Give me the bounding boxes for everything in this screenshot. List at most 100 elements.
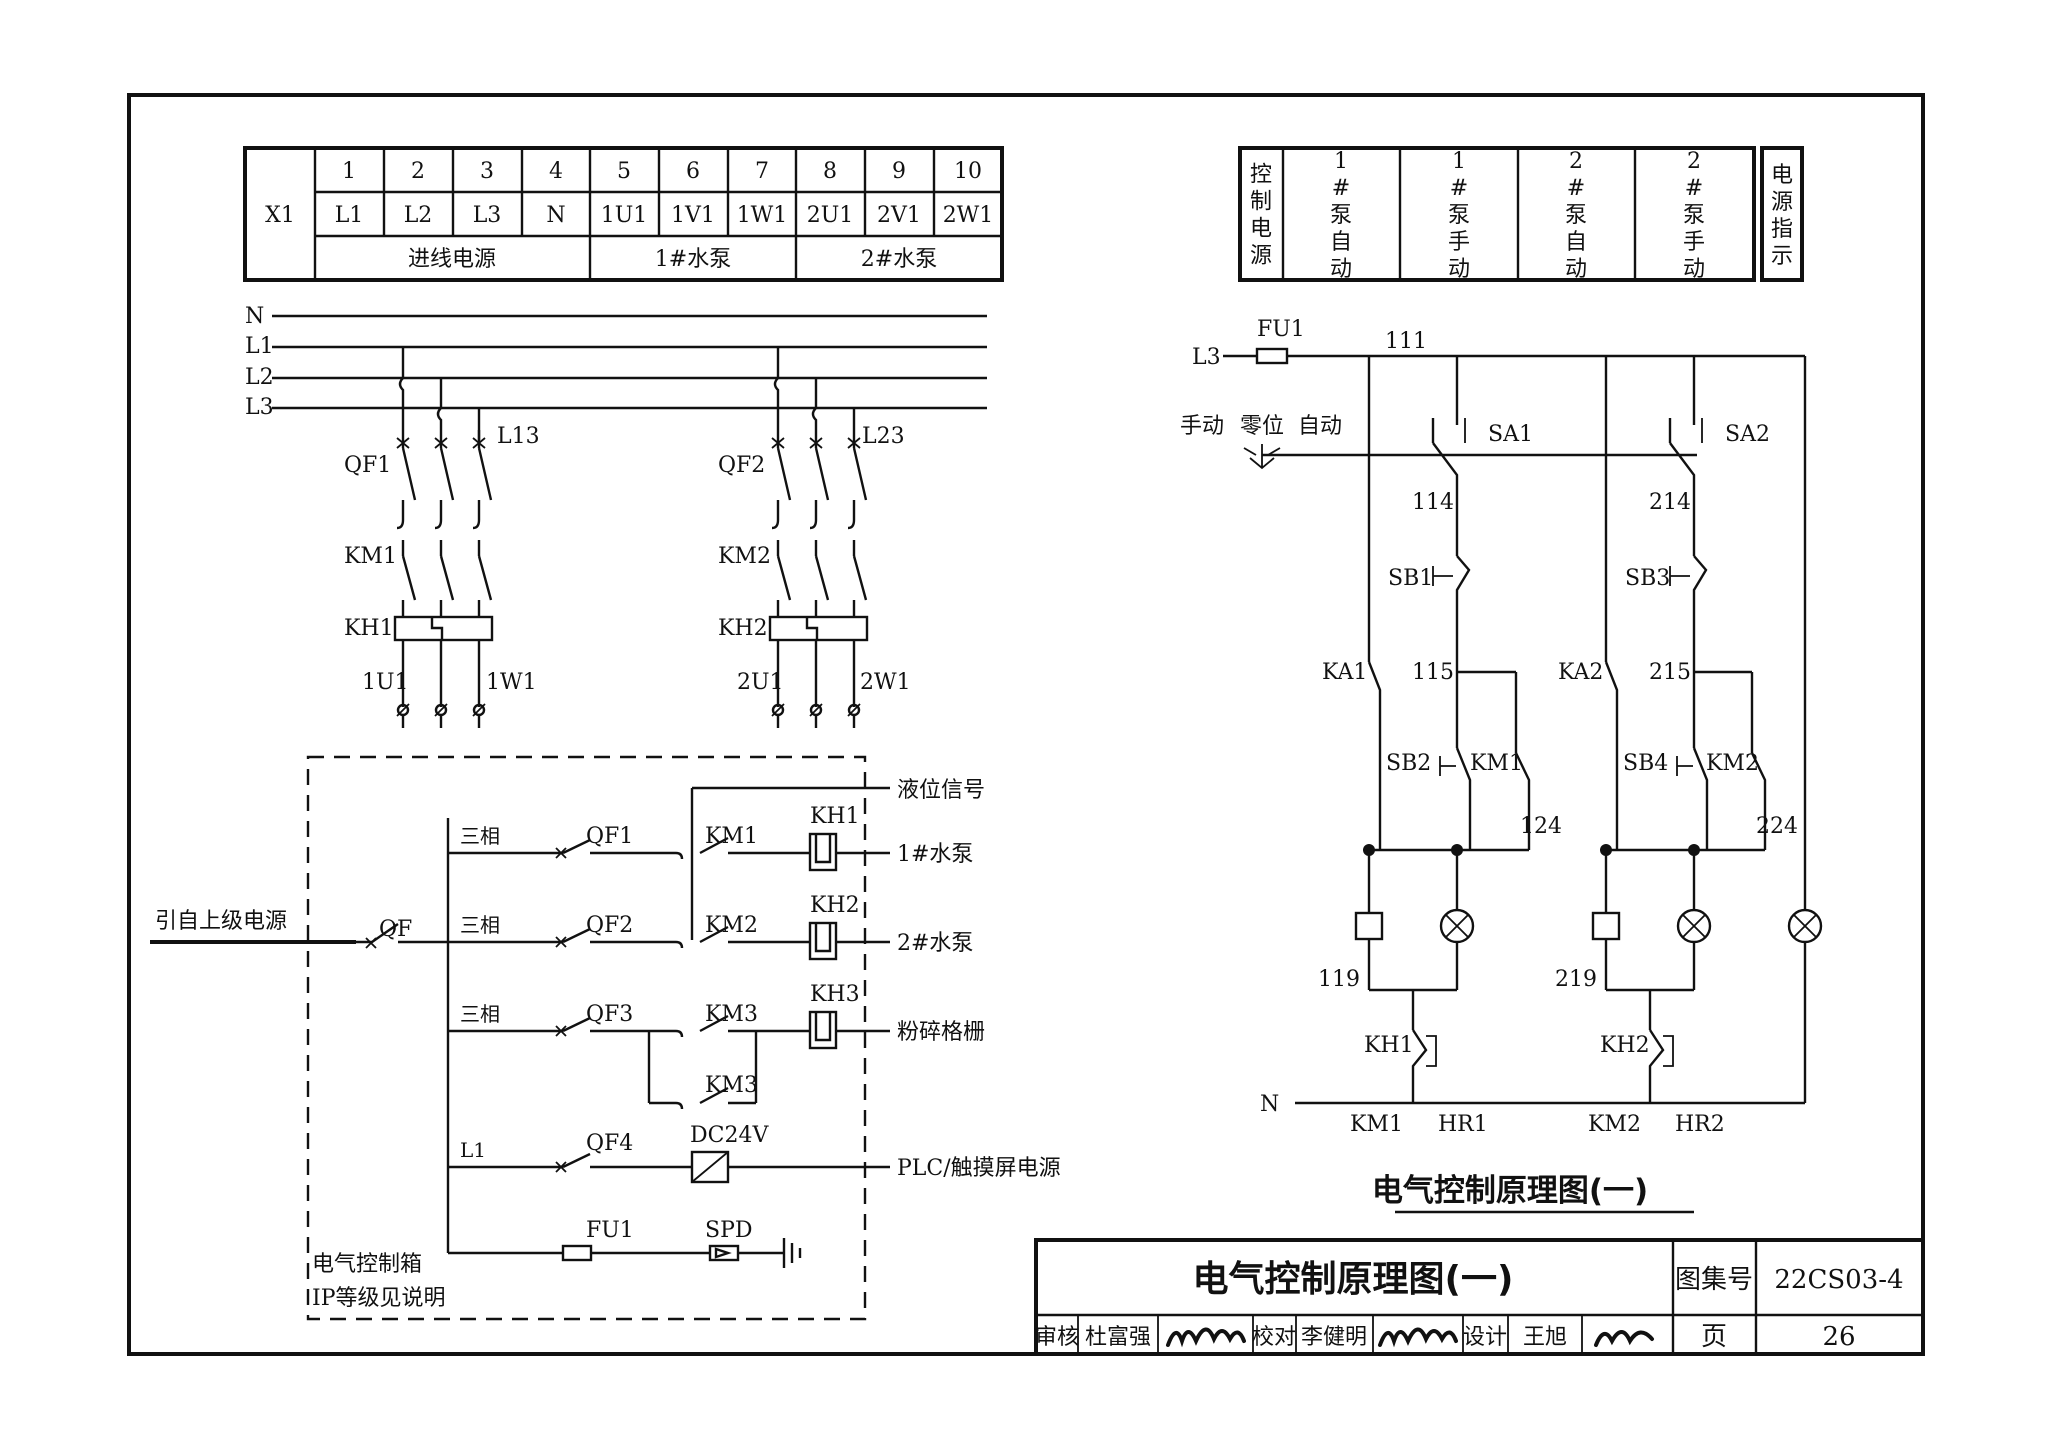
spd-label: SPD bbox=[705, 1218, 753, 1243]
branch2-phase: 三相 bbox=[460, 913, 500, 937]
bus-label-l2: L2 bbox=[245, 365, 274, 390]
pump1-out-left: 1U1 bbox=[362, 670, 409, 695]
reviewer-name: 杜富强 bbox=[1085, 1325, 1151, 1350]
title-block-title: 电气控制原理图(一) bbox=[1193, 1259, 1514, 1300]
terminal-table: X1 1 2 3 4 5 6 7 8 9 10 L1 L2 L3 N 1U1 1… bbox=[243, 146, 1004, 282]
box-label-2: IP等级见说明 bbox=[312, 1286, 446, 1311]
indicator-column-label: 1#泵自动 bbox=[1330, 149, 1352, 282]
pump1-thermal: KH1 bbox=[1364, 1033, 1414, 1058]
indicator-column-label: 2#泵手动 bbox=[1683, 149, 1705, 282]
branch4-load: PLC/触摸屏电源 bbox=[897, 1156, 1061, 1181]
branch3-phase: 三相 bbox=[460, 1002, 500, 1026]
branch2-breaker: QF2 bbox=[586, 913, 633, 938]
designer-signature bbox=[1594, 1330, 1654, 1347]
terminal-number: 9 bbox=[892, 159, 906, 184]
main-breaker-label: QF bbox=[379, 917, 412, 942]
terminal-name: L2 bbox=[404, 203, 433, 228]
terminal-name: L1 bbox=[335, 203, 364, 228]
branch1-load: 1#水泵 bbox=[897, 842, 973, 867]
pump1-start: SB2 bbox=[1386, 751, 1431, 776]
feed-label: 引自上级电源 bbox=[155, 909, 287, 934]
pump1-node-115: 115 bbox=[1412, 660, 1454, 685]
control-circuit: L3 FU1 111 手动 零位 自动 SA1 114 SB1 KA1 115 bbox=[1180, 317, 1823, 1214]
indicator-table bbox=[1238, 146, 1804, 282]
branch2-relay: KH2 bbox=[810, 893, 860, 918]
level-signal-label: 液位信号 bbox=[897, 778, 985, 803]
pump1-lamp: HR1 bbox=[1438, 1112, 1488, 1137]
pump2-node-219: 219 bbox=[1555, 967, 1597, 992]
branch3-contactor-2: KM3 bbox=[705, 1073, 758, 1098]
pump2-stop: SB3 bbox=[1625, 566, 1670, 591]
pump1-stop: SB1 bbox=[1388, 566, 1433, 591]
pump1-node-119: 119 bbox=[1318, 967, 1360, 992]
cc-phase-label: L3 bbox=[1192, 345, 1221, 370]
terminal-names: L1 L2 L3 N 1U1 1V1 1W1 2U1 2V1 2W1 bbox=[335, 203, 994, 228]
branch3-relay: KH3 bbox=[810, 982, 860, 1007]
fuse-label: FU1 bbox=[586, 1218, 634, 1243]
pump1-control: SA1 114 SB1 KA1 115 SB2 KM1 124 bbox=[1318, 356, 1562, 1137]
branch4-phase: L1 bbox=[460, 1138, 486, 1162]
branch4-breaker: QF4 bbox=[586, 1131, 633, 1156]
checker-name: 李健明 bbox=[1301, 1325, 1367, 1350]
page-label: 页 bbox=[1701, 1322, 1727, 1352]
branch1-contactor: KM1 bbox=[705, 824, 758, 849]
indicator-column-label: 2#泵自动 bbox=[1565, 149, 1587, 282]
check-label: 校对 bbox=[1252, 1325, 1296, 1350]
pump2-hold: KM2 bbox=[1706, 751, 1759, 776]
pump1-node-124: 124 bbox=[1520, 814, 1562, 839]
control-box: 引自上级电源 QF 三相 QF1 KM1 KH1 1#水泵 液位信号 bbox=[150, 755, 1061, 1321]
bus-label-n: N bbox=[245, 304, 264, 329]
pump2-out-right: 2W1 bbox=[860, 670, 911, 695]
review-label: 审核 bbox=[1035, 1325, 1079, 1350]
terminal-number: 3 bbox=[480, 159, 494, 184]
pump1-coil: KM1 bbox=[1350, 1112, 1403, 1137]
main-circuit: N L1 L2 L3 bbox=[245, 304, 987, 728]
bus-label-l3: L3 bbox=[245, 395, 274, 420]
cc-node-111: 111 bbox=[1385, 329, 1427, 354]
checker-signature bbox=[1378, 1327, 1458, 1348]
branch2-contactor: KM2 bbox=[705, 913, 758, 938]
terminal-name: 1U1 bbox=[601, 203, 648, 228]
branch4-converter: DC24V bbox=[690, 1123, 769, 1148]
designer-name: 王旭 bbox=[1523, 1325, 1567, 1350]
pump1-out-right: 1W1 bbox=[486, 670, 537, 695]
terminal-number: 8 bbox=[823, 159, 837, 184]
pump2-breaker-label: QF2 bbox=[718, 453, 765, 478]
selector-mode-manual: 手动 bbox=[1180, 414, 1224, 439]
terminal-number: 6 bbox=[686, 159, 700, 184]
cc-fuse-label: FU1 bbox=[1257, 317, 1305, 342]
terminal-name: 2V1 bbox=[877, 203, 921, 228]
terminal-number: 7 bbox=[755, 159, 769, 184]
reviewer-signature bbox=[1166, 1327, 1246, 1348]
pump2-node-215: 215 bbox=[1649, 660, 1691, 685]
branch1-breaker: QF1 bbox=[586, 824, 633, 849]
terminal-number: 1 bbox=[342, 159, 356, 184]
pump1-relay-label: KH1 bbox=[344, 616, 394, 641]
pump2-relay-label: KH2 bbox=[718, 616, 768, 641]
pump2-start: SB4 bbox=[1623, 751, 1668, 776]
selector-mode-zero: 零位 bbox=[1240, 414, 1284, 439]
branch2-load: 2#水泵 bbox=[897, 931, 973, 956]
pump2-selector: SA2 bbox=[1725, 422, 1770, 447]
atlas-number: 22CS03-4 bbox=[1774, 1265, 1903, 1295]
terminal-group: 2#水泵 bbox=[861, 247, 937, 272]
terminal-number: 10 bbox=[954, 159, 982, 184]
pump2-coil: KM2 bbox=[1588, 1112, 1641, 1137]
pump2-node-214: 214 bbox=[1649, 490, 1691, 515]
page-number: 26 bbox=[1822, 1322, 1855, 1352]
pump2-control: SA2 214 SB3 KA2 215 SB4 KM2 224 bbox=[1555, 356, 1798, 1137]
branch3-load: 粉碎格栅 bbox=[897, 1020, 985, 1045]
terminal-group: 进线电源 bbox=[408, 247, 496, 272]
pump1-breaker-label: QF1 bbox=[344, 453, 391, 478]
pump1-selector: SA1 bbox=[1488, 422, 1533, 447]
terminal-number: 2 bbox=[411, 159, 425, 184]
bus-label-l1: L1 bbox=[245, 334, 274, 359]
terminal-name: 1V1 bbox=[671, 203, 715, 228]
pump2-lamp: HR2 bbox=[1675, 1112, 1725, 1137]
branch1-phase: 三相 bbox=[460, 824, 500, 848]
pump2-thermal: KH2 bbox=[1600, 1033, 1650, 1058]
atlas-label: 图集号 bbox=[1675, 1265, 1753, 1295]
indicator-column-label: 控制电源 bbox=[1250, 163, 1272, 269]
branch3-contactor: KM3 bbox=[705, 1002, 758, 1027]
